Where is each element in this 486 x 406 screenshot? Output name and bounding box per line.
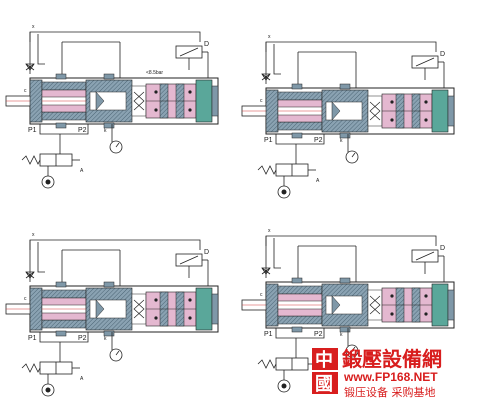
label-k: k: [104, 336, 107, 342]
label-d: D: [204, 249, 209, 256]
label-d: D: [440, 245, 445, 252]
label-p2: P2: [78, 127, 87, 134]
panel-bottom-left: x D c P1 P2 k A: [5, 232, 219, 397]
panel-top-left: x D c P1 P2 k A <8.5bar: [5, 24, 219, 189]
site-name: 鍛壓設備網: [342, 347, 442, 371]
label-k: k: [340, 332, 343, 338]
label-p2: P2: [78, 335, 87, 342]
label-p2: P2: [314, 331, 323, 338]
label-a: A: [316, 178, 320, 184]
label-c: c: [24, 88, 27, 94]
label-p2: P2: [314, 137, 323, 144]
logo-top-glyph: 中: [315, 349, 333, 371]
watermark: 中 國 鍛壓設備網 www.FP168.NET 锻压设备 采购基地: [312, 347, 442, 399]
label-x: x: [268, 228, 271, 234]
site-tagline: 锻压设备 采购基地: [344, 385, 436, 399]
pressure-label: <8.5bar: [146, 70, 163, 76]
label-k: k: [340, 138, 343, 144]
logo-bottom-block: [312, 372, 338, 394]
panel-top-right: x D c P1 P2 k A: [241, 34, 455, 199]
label-c: c: [24, 296, 27, 302]
label-a: A: [80, 376, 84, 382]
label-c: c: [260, 98, 263, 104]
label-d: D: [440, 51, 445, 58]
label-c: c: [260, 292, 263, 298]
label-p1: P1: [264, 137, 273, 144]
label-x: x: [32, 24, 35, 30]
label-a: A: [80, 168, 84, 174]
label-p1: P1: [264, 331, 273, 338]
label-x: x: [268, 34, 271, 40]
label-x: x: [32, 232, 35, 238]
logo-top-block: [312, 348, 338, 370]
logo-bottom-glyph: 國: [315, 374, 333, 395]
label-p1: P1: [28, 335, 37, 342]
label-p1: P1: [28, 127, 37, 134]
label-k: k: [104, 128, 107, 134]
site-url: www.FP168.NET: [343, 370, 438, 384]
label-d: D: [204, 41, 209, 48]
